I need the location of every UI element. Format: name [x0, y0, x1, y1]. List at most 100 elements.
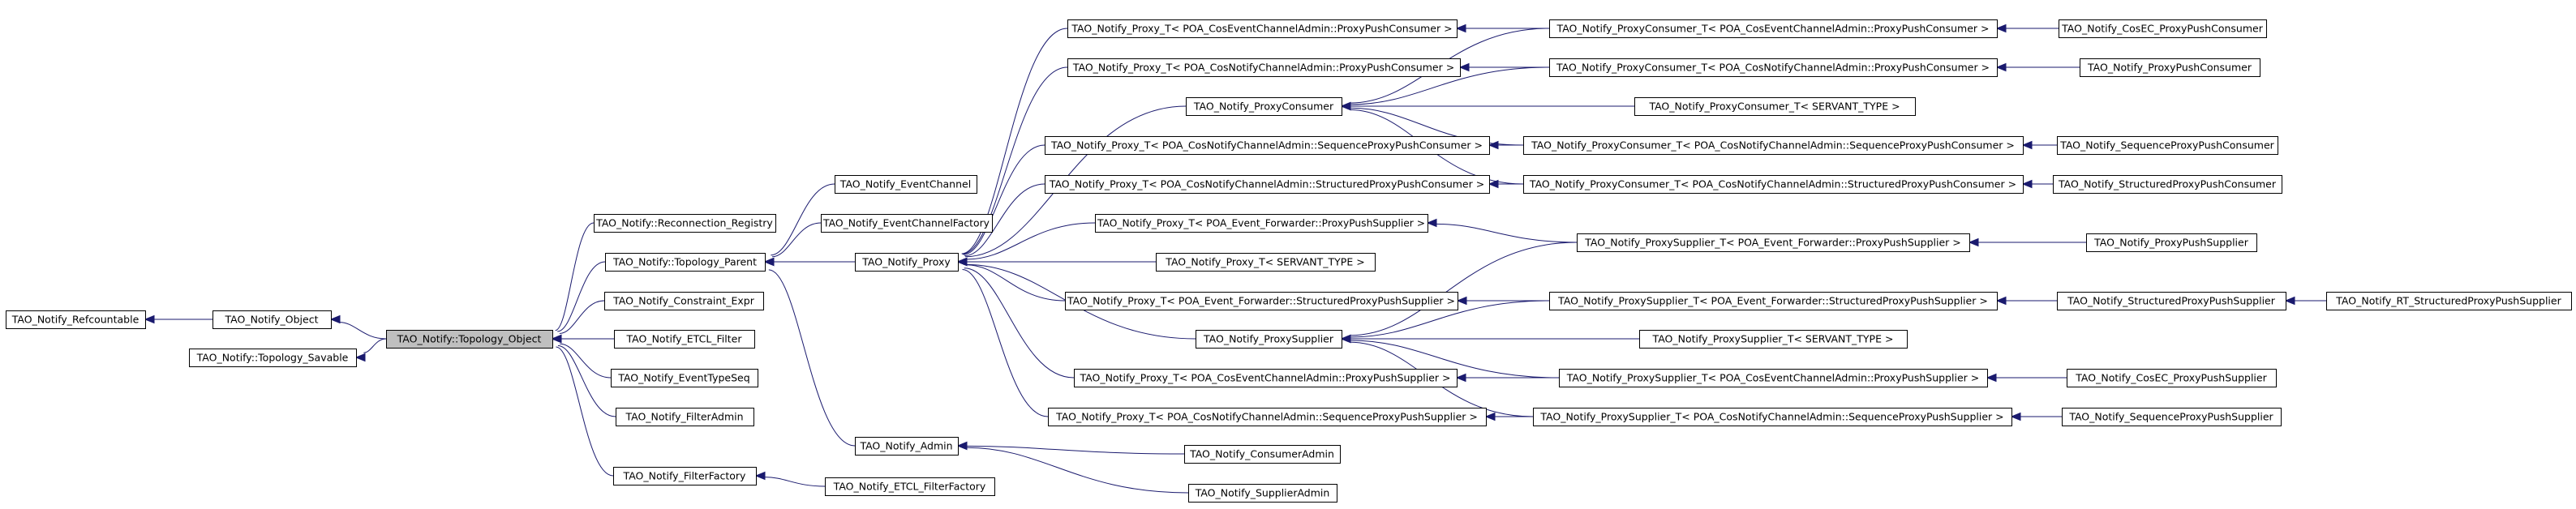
class-node-box	[2053, 175, 2282, 194]
class-node-label: TAO_Notify_Proxy	[861, 256, 951, 268]
class-node-proxy_t_cosnotify_sppc[interactable]: TAO_Notify_Proxy_T< POA_CosNotifyChannel…	[1045, 136, 1490, 155]
class-node-proxy_t_fwd_pps[interactable]: TAO_Notify_Proxy_T< POA_Event_Forwarder:…	[1095, 214, 1428, 233]
class-node-proxy_t_cosnotify_stppc[interactable]: TAO_Notify_Proxy_T< POA_CosNotifyChannel…	[1045, 175, 1490, 194]
class-node-proxy_t_servant[interactable]: TAO_Notify_Proxy_T< SERVANT_TYPE >	[1156, 253, 1376, 272]
edge-arrowhead	[2021, 179, 2033, 189]
class-node-label: TAO_Notify::Topology_Parent	[612, 256, 757, 268]
class-node-cosec_ppc[interactable]: TAO_Notify_CosEC_ProxyPushConsumer	[2059, 19, 2267, 38]
edge-consumer_admin-to-admin	[956, 441, 1185, 455]
class-node-label: TAO_Notify_FilterFactory	[623, 470, 747, 482]
class-node-ps_t_fwd_pps[interactable]: TAO_Notify_ProxySupplier_T< POA_Event_Fo…	[1577, 233, 1970, 252]
class-node-pc_t_cosnotify_sppc[interactable]: TAO_Notify_ProxyConsumer_T< POA_CosNotif…	[1523, 136, 2024, 155]
class-node-admin[interactable]: TAO_Notify_Admin	[855, 437, 959, 456]
class-node-proxy_t_cosnotify_ppc[interactable]: TAO_Notify_Proxy_T< POA_CosNotifyChannel…	[1067, 58, 1461, 77]
class-node-box	[605, 253, 766, 272]
class-node-label: TAO_Notify_SequenceProxyPushSupplier	[2068, 411, 2273, 423]
edge-line	[966, 445, 1185, 455]
class-node-box	[613, 467, 757, 485]
class-node-box	[594, 214, 776, 233]
class-node-supplier_admin[interactable]: TAO_Notify_SupplierAdmin	[1188, 484, 1337, 503]
class-node-proxy_consumer[interactable]: TAO_Notify_ProxyConsumer	[1186, 97, 1342, 116]
class-node-reconnection_registry[interactable]: TAO_Notify::Reconnection_Registry	[594, 214, 776, 233]
class-node-object[interactable]: TAO_Notify_Object	[213, 310, 332, 329]
class-node-box	[6, 310, 146, 329]
class-node-seq_ppc[interactable]: TAO_Notify_SequenceProxyPushConsumer	[2057, 136, 2278, 155]
edge-line	[964, 183, 1045, 257]
edge-line	[555, 222, 595, 331]
class-node-topology_parent[interactable]: TAO_Notify::Topology_Parent	[605, 253, 766, 272]
class-node-constraint_expr[interactable]: TAO_Notify_Constraint_Expr	[604, 292, 764, 310]
edge-admin-to-topology_parent	[763, 257, 856, 447]
class-node-label: TAO_Notify_StructuredProxyPushSupplier	[2067, 295, 2276, 307]
class-node-box	[1634, 97, 1916, 116]
class-node-etcl_filter_factory[interactable]: TAO_Notify_ETCL_FilterFactory	[825, 477, 995, 496]
class-node-struct_pps[interactable]: TAO_Notify_StructuredProxyPushSupplier	[2057, 292, 2286, 310]
class-node-seq_pps[interactable]: TAO_Notify_SequenceProxyPushSupplier	[2062, 408, 2282, 426]
class-node-label: TAO_Notify_ProxySupplier_T< POA_CosEvent…	[1566, 372, 1979, 384]
edge-line	[962, 66, 1068, 254]
class-node-label: TAO_Notify_StructuredProxyPushConsumer	[2058, 178, 2277, 190]
class-node-label: TAO_Notify_Proxy_T< POA_CosNotifyChannel…	[1055, 411, 1478, 423]
class-node-pc_t_cosnotify_stppc[interactable]: TAO_Notify_ProxyConsumer_T< POA_CosNotif…	[1523, 175, 2024, 194]
class-node-box	[1095, 214, 1428, 233]
class-node-box	[1184, 445, 1341, 464]
class-node-filter_admin[interactable]: TAO_Notify_FilterAdmin	[616, 408, 754, 426]
edge-line	[559, 300, 605, 334]
edge-arrowhead	[1995, 62, 2007, 72]
class-node-event_channel_factory[interactable]: TAO_Notify_EventChannelFactory	[821, 214, 993, 233]
class-node-topology_savable[interactable]: TAO_Notify::Topology_Savable	[189, 349, 357, 367]
class-node-etcl_filter[interactable]: TAO_Notify_ETCL_Filter	[614, 330, 755, 349]
class-node-ps_t_cosnotify_seqpps[interactable]: TAO_Notify_ProxySupplier_T< POA_CosNotif…	[1533, 408, 2012, 426]
class-node-proxy[interactable]: TAO_Notify_Proxy	[855, 253, 959, 272]
class-node-box	[1045, 175, 1490, 194]
class-node-label: TAO_Notify_Proxy_T< POA_CosEventChannelA…	[1080, 372, 1451, 384]
class-node-box	[1549, 58, 1998, 77]
class-node-consumer_admin[interactable]: TAO_Notify_ConsumerAdmin	[1184, 445, 1341, 464]
class-node-proxy_t_cosec_ppc[interactable]: TAO_Notify_Proxy_T< POA_CosEventChannelA…	[1067, 19, 1458, 38]
class-node-label: TAO_Notify_Proxy_T< POA_CosEventChannelA…	[1071, 23, 1452, 35]
class-node-rt_struct_pps[interactable]: TAO_Notify_RT_StructuredProxyPushSupplie…	[2326, 292, 2572, 310]
class-node-box	[614, 330, 755, 349]
class-node-pps[interactable]: TAO_Notify_ProxyPushSupplier	[2086, 233, 2257, 252]
edge-arrowhead	[329, 314, 341, 324]
class-node-topology_object[interactable]: TAO_Notify::Topology_Object	[386, 330, 553, 349]
class-node-proxy_t_cosec_pps[interactable]: TAO_Notify_Proxy_T< POA_CosEventChannelA…	[1074, 369, 1458, 387]
class-node-box	[611, 369, 758, 387]
class-node-box	[1065, 292, 1458, 310]
class-node-box	[2059, 19, 2267, 38]
class-node-pc_t_cosnotify_ppc[interactable]: TAO_Notify_ProxyConsumer_T< POA_CosNotif…	[1549, 58, 1998, 77]
class-node-event_channel[interactable]: TAO_Notify_EventChannel	[835, 175, 977, 194]
class-node-label: TAO_Notify_ETCL_Filter	[626, 333, 743, 345]
class-node-cosec_pps[interactable]: TAO_Notify_CosEC_ProxyPushSupplier	[2067, 369, 2277, 387]
edge-cosec_pps-to-ps_t_cosec_pps	[1986, 373, 2067, 383]
class-node-pc_t_servant[interactable]: TAO_Notify_ProxyConsumer_T< SERVANT_TYPE…	[1634, 97, 1916, 116]
edge-pps-to-ps_t_fwd_pps	[1968, 237, 2086, 247]
class-node-ppc[interactable]: TAO_Notify_ProxyPushConsumer	[2080, 58, 2260, 77]
class-node-ps_t_servant[interactable]: TAO_Notify_ProxySupplier_T< SERVANT_TYPE…	[1639, 330, 1908, 349]
class-node-label: TAO_Notify_ProxyConsumer	[1193, 101, 1334, 113]
class-node-box	[855, 253, 959, 272]
edge-line	[560, 343, 612, 379]
class-node-struct_ppc[interactable]: TAO_Notify_StructuredProxyPushConsumer	[2053, 175, 2282, 194]
edge-line	[771, 183, 835, 256]
class-node-label: TAO_Notify_ProxySupplier_T< SERVANT_TYPE…	[1652, 333, 1894, 345]
class-node-box	[2067, 369, 2277, 387]
class-node-proxy_t_cosnotify_seqpps[interactable]: TAO_Notify_Proxy_T< POA_CosNotifyChannel…	[1048, 408, 1487, 426]
class-node-box	[1196, 330, 1342, 349]
class-node-pc_t_cosec_ppc[interactable]: TAO_Notify_ProxyConsumer_T< POA_CosEvent…	[1549, 19, 1998, 38]
class-node-ps_t_cosec_pps[interactable]: TAO_Notify_ProxySupplier_T< POA_CosEvent…	[1559, 369, 1988, 387]
class-node-proxy_t_fwd_spps[interactable]: TAO_Notify_Proxy_T< POA_Event_Forwarder:…	[1065, 292, 1458, 310]
edge-line	[966, 447, 1189, 494]
edge-arrowhead	[1995, 24, 2007, 33]
class-node-filter_factory[interactable]: TAO_Notify_FilterFactory	[613, 467, 757, 485]
edge-object-to-refcountable	[144, 314, 213, 324]
class-node-label: TAO_Notify_Proxy_T< POA_Event_Forwarder:…	[1067, 295, 1455, 307]
class-node-proxy_supplier[interactable]: TAO_Notify_ProxySupplier	[1196, 330, 1342, 349]
edge-proxy_t_servant-to-proxy	[956, 257, 1156, 267]
class-node-ps_t_fwd_spps[interactable]: TAO_Notify_ProxySupplier_T< POA_Event_Fo…	[1549, 292, 1998, 310]
edge-pc_t_cosec_ppc-to-proxy_t_cosec_ppc	[1455, 24, 1549, 33]
class-node-event_type_seq[interactable]: TAO_Notify_EventTypeSeq	[611, 369, 758, 387]
class-node-box	[1533, 408, 2012, 426]
class-node-refcountable[interactable]: TAO_Notify_Refcountable	[6, 310, 146, 329]
